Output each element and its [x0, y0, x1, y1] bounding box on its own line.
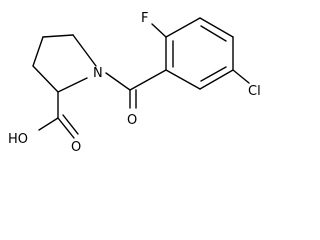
bond-cooh-o-double-2: [62, 114, 79, 135]
aryl-bond-c6-c1: [165, 69, 201, 90]
bond-cooh-oh: [38, 117, 59, 131]
chemical-structure: F N Cl O HO O: [8, 11, 261, 155]
bond-carbonyl-aryl: [129, 69, 167, 91]
amide-carbonyl-group: [105, 69, 167, 109]
bond-cooh-o-double-1: [57, 117, 75, 139]
nitrogen-label: N: [93, 66, 103, 81]
fluorine-label: F: [141, 11, 148, 26]
bond-aryl-chlorine: [232, 69, 250, 84]
ring-bond-c4-c3: [32, 36, 44, 67]
carbonyl-oxygen-label: O: [127, 113, 137, 128]
hydroxyl-label: HO: [8, 132, 28, 147]
bond-aryl-fluorine: [151, 23, 167, 38]
ring-bond-c2-n: [57, 77, 88, 93]
benzene-ring: [165, 17, 234, 90]
aryl-bond-c2-c3: [165, 17, 201, 38]
ring-bond-c5-c4: [42, 34, 74, 38]
acid-oxygen-label: O: [71, 140, 81, 155]
chlorine-label: Cl: [248, 84, 261, 99]
ring-bond-c3-c2: [32, 65, 59, 93]
carboxylic-acid-group: [38, 91, 79, 139]
pyrrolidine-ring: [32, 34, 97, 93]
aryl-bond-c5-c6: [199, 69, 234, 90]
bond-n-carbonyl: [105, 72, 131, 91]
ring-bond-n-c5: [72, 34, 97, 67]
aryl-inner-double-3: [200, 66, 227, 82]
aryl-inner-double-2: [200, 25, 227, 42]
aryl-bond-c3-c4: [199, 17, 234, 38]
